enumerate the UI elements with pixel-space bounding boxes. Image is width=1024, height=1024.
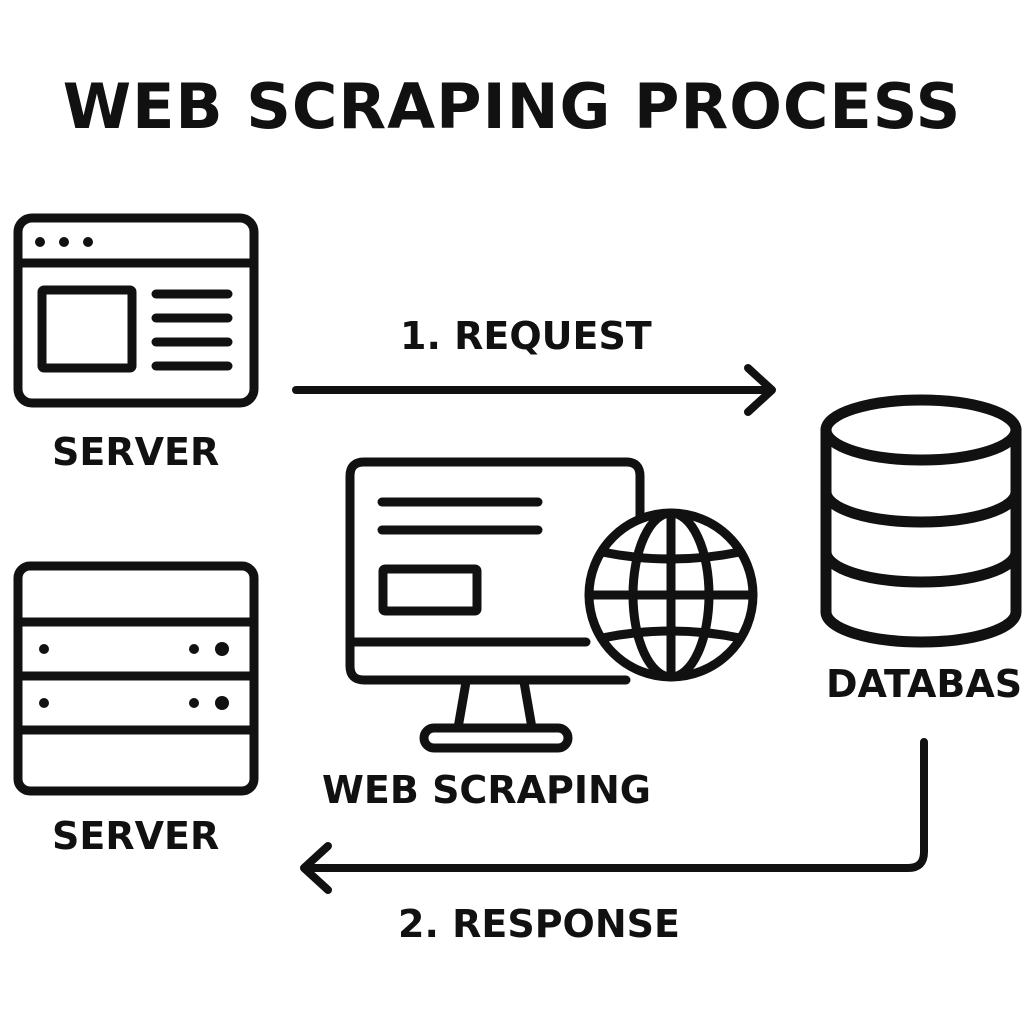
diagram-title: WEB SCRAPING PROCESS [62, 70, 962, 143]
browser-window-icon [13, 213, 259, 408]
response-label: 2. RESPONSE [398, 902, 680, 946]
response-arrow [300, 738, 928, 894]
web-server-label: SERVER [52, 430, 220, 474]
server-rack-icon [13, 561, 259, 796]
database-cylinder-icon [820, 394, 1022, 648]
request-arrow [292, 364, 776, 416]
rack-server-label: SERVER [52, 814, 220, 858]
database-label: DATABAS [826, 665, 1023, 703]
monitor-globe-icon [345, 457, 758, 753]
request-label: 1. REQUEST [400, 314, 652, 358]
web-scraping-label: WEB SCRAPING [322, 768, 651, 812]
